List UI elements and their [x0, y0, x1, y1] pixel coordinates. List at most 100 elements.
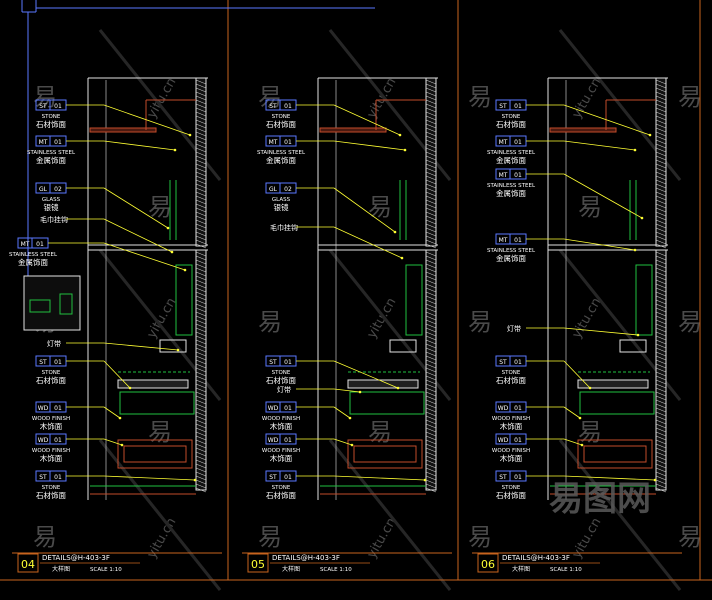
- leader-line: [563, 475, 656, 481]
- wall-hatch-stroke: [655, 443, 667, 449]
- wall-hatch-stroke: [195, 367, 207, 373]
- leader-dot: [358, 390, 362, 394]
- callout-tag: MT: [269, 139, 278, 146]
- watermark-stroke: [558, 439, 682, 591]
- wall-hatch-stroke: [425, 443, 437, 449]
- wall-hatch-stroke: [655, 327, 667, 333]
- wall-hatch-stroke: [655, 423, 667, 429]
- inset-detail-part: [59, 293, 73, 315]
- wall-hatch-stroke: [655, 147, 667, 153]
- leader-line: [563, 140, 636, 151]
- wall-hatch-stroke: [195, 91, 207, 97]
- callout-tag: MT: [39, 139, 48, 146]
- callout-cn-label: 金属饰面: [36, 155, 66, 165]
- callout-en-label: WOOD FINISH: [262, 448, 300, 454]
- wall-hatch-stroke: [425, 175, 437, 181]
- wall-hatch-stroke: [425, 171, 437, 177]
- mirror-frame: [175, 264, 193, 336]
- wall-hatch-stroke: [425, 339, 437, 345]
- wall-hatch-stroke: [425, 475, 437, 481]
- section-geometry: [547, 77, 668, 500]
- watermark-glyph: 易: [148, 193, 172, 221]
- leader-line: [563, 360, 591, 389]
- wall-hatch-stroke: [195, 163, 207, 169]
- wall-hatch-stroke: [195, 407, 207, 413]
- wall-hatch-stroke: [195, 291, 207, 297]
- wall-hatch-stroke: [655, 127, 667, 133]
- wall-hatch-stroke: [425, 139, 437, 145]
- wall-hatch-stroke: [195, 331, 207, 337]
- wall-hatch-stroke: [425, 263, 437, 269]
- wall-hatch-stroke: [655, 175, 667, 181]
- callout-tag: ST: [269, 474, 277, 481]
- callout-cn-label: 金属饰面: [496, 155, 526, 165]
- wall-hatch-stroke: [655, 143, 667, 149]
- callout-number: 01: [54, 474, 62, 481]
- wall-hatch-stroke: [655, 259, 667, 265]
- wall-hatch-stroke: [425, 307, 437, 313]
- wall-hatch-stroke: [195, 111, 207, 117]
- wall-hatch-stroke: [425, 363, 437, 369]
- wall-hatch-stroke: [425, 179, 437, 185]
- leader-dot: [128, 386, 132, 390]
- wall-hatch-stroke: [195, 231, 207, 237]
- wall-hatch-stroke: [425, 235, 437, 241]
- callout-tag: WD: [498, 437, 509, 444]
- detail-scale: SCALE 1:10: [320, 567, 352, 573]
- callout-cn-label: 石材饰面: [36, 375, 66, 385]
- wall-hatch-stroke: [655, 387, 667, 393]
- wall-hatch-stroke: [425, 267, 437, 273]
- wall-hatch-stroke: [195, 463, 207, 469]
- wall-hatch-stroke: [425, 355, 437, 361]
- callout-en-label: STAINLESS STEEL: [487, 150, 536, 156]
- wall-hatch-stroke: [425, 399, 437, 405]
- wall-hatch-stroke: [195, 435, 207, 441]
- leader-line: [103, 342, 179, 351]
- wall-hatch-stroke: [195, 119, 207, 125]
- callout-cn-label: 石材饰面: [266, 119, 296, 129]
- wall-hatch-stroke: [655, 475, 667, 481]
- watermark-text: yitu.cn: [144, 515, 179, 561]
- leader-dot: [173, 148, 177, 152]
- callout-en-label: WOOD FINISH: [32, 448, 70, 454]
- wall-hatch-stroke: [195, 235, 207, 241]
- leader-line: [333, 360, 399, 389]
- callout-en-label: STAINLESS STEEL: [487, 183, 536, 189]
- callout-number: 01: [514, 172, 522, 179]
- callout-en-label: STAINLESS STEEL: [9, 252, 58, 258]
- callout-en-label: WOOD FINISH: [492, 448, 530, 454]
- leader-dot: [166, 226, 170, 230]
- leader-dot: [396, 386, 400, 390]
- leader-line: [563, 327, 639, 336]
- wall-hatch-stroke: [425, 87, 437, 93]
- wall-hatch-stroke: [425, 211, 437, 217]
- wall-hatch-stroke: [195, 375, 207, 381]
- wall-hatch-stroke: [655, 395, 667, 401]
- leader-dot: [398, 133, 402, 137]
- callout-note: 毛巾挂钩: [270, 223, 404, 260]
- wall-hatch-stroke: [655, 363, 667, 369]
- wall-hatch-stroke: [655, 471, 667, 477]
- wall-hatch-stroke: [195, 103, 207, 109]
- wall-hatch-stroke: [195, 207, 207, 213]
- wall-hatch-stroke: [195, 355, 207, 361]
- wall-hatch-stroke: [195, 371, 207, 377]
- wall-hatch-stroke: [425, 223, 437, 229]
- wall-hatch-stroke: [655, 239, 667, 245]
- leader-line: [333, 388, 361, 393]
- callout-tag: WD: [268, 437, 279, 444]
- leader-dot: [578, 416, 582, 420]
- watermark-glyph: 易: [148, 418, 172, 446]
- wall-hatch-stroke: [655, 207, 667, 213]
- wall-hatch-stroke: [655, 103, 667, 109]
- wall-hatch-stroke: [425, 303, 437, 309]
- watermark-glyph: 易: [678, 83, 702, 111]
- wall-hatch-stroke: [655, 299, 667, 305]
- wall-hatch-stroke: [425, 479, 437, 485]
- wall-hatch-stroke: [195, 391, 207, 397]
